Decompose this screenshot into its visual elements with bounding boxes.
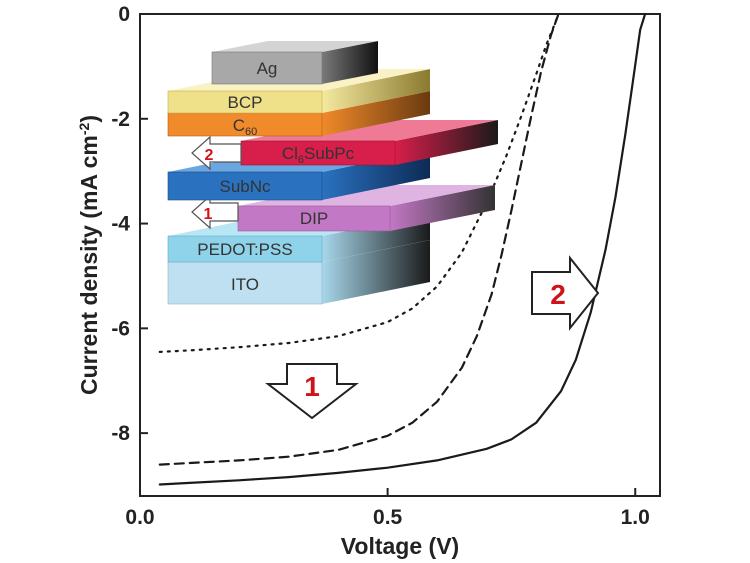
jv-curve-dashed bbox=[158, 12, 560, 466]
svg-text:ITO: ITO bbox=[231, 275, 259, 294]
x-tick-label: 0.5 bbox=[373, 506, 403, 529]
jv-curves bbox=[158, 12, 647, 486]
svg-text:Cl6SubPc: Cl6SubPc bbox=[282, 144, 355, 166]
device-stack-inset: ITO PEDOT:PSS DIP 1 SubNc bbox=[167, 41, 498, 305]
plot-frame bbox=[139, 13, 661, 497]
inset-arrow-2: 2 bbox=[191, 135, 242, 171]
layer-ag: Ag bbox=[211, 41, 378, 85]
inset-arrow-1: 1 bbox=[191, 194, 239, 230]
jv-curve-dotted bbox=[158, 12, 560, 353]
svg-text:2: 2 bbox=[205, 147, 214, 164]
svg-text:PEDOT:PSS: PEDOT:PSS bbox=[197, 240, 292, 259]
svg-text:1: 1 bbox=[204, 206, 213, 223]
svg-text:BCP: BCP bbox=[228, 93, 263, 112]
layer-dip: DIP bbox=[237, 185, 495, 232]
y-tick-label: -6 bbox=[111, 317, 130, 340]
x-tick-label: 1.0 bbox=[621, 506, 650, 529]
y-tick-label: -2 bbox=[111, 108, 130, 131]
x-tick-label: 0.0 bbox=[125, 506, 154, 529]
svg-text:C60: C60 bbox=[233, 116, 258, 138]
axis-ticks: 0.0 0.5 1.0 0 -2 -4 -6 -8 bbox=[111, 3, 650, 529]
svg-text:2: 2 bbox=[550, 279, 566, 310]
y-tick-label: -8 bbox=[111, 422, 130, 445]
svg-text:DIP: DIP bbox=[300, 209, 328, 228]
jv-curve-solid bbox=[158, 12, 647, 486]
svg-text:SubNc: SubNc bbox=[219, 177, 271, 196]
x-axis-title: Voltage (V) bbox=[341, 533, 459, 559]
svg-text:1: 1 bbox=[304, 371, 320, 402]
y-tick-label: 0 bbox=[118, 3, 130, 26]
y-axis-title: Current density (mA cm-2) bbox=[76, 115, 102, 395]
annotation-arrow-2: 2 bbox=[531, 255, 600, 331]
svg-text:Ag: Ag bbox=[257, 59, 278, 78]
annotation-arrow-1: 1 bbox=[265, 363, 359, 420]
y-tick-label: -4 bbox=[111, 213, 130, 236]
